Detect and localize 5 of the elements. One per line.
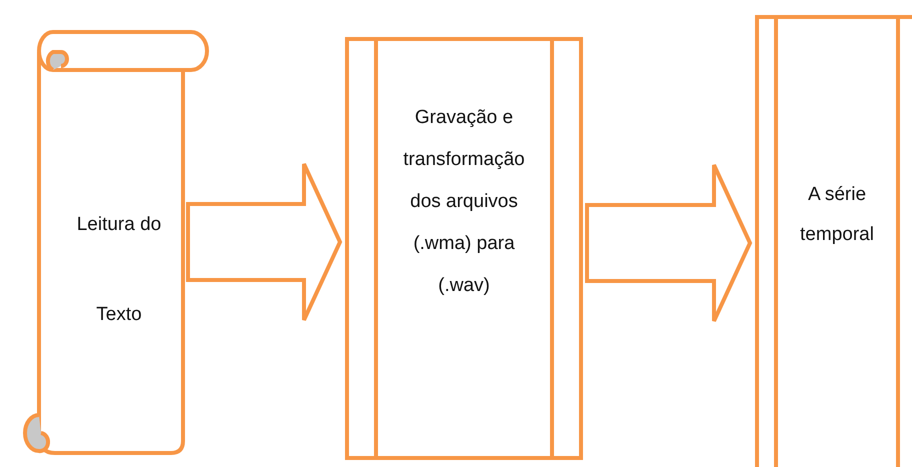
node-text: Gravação e transformação dos arquivos (.wma) para (.wav)	[402, 106, 526, 298]
block-arrow	[585, 163, 752, 323]
node-text: A série temporal	[799, 183, 875, 247]
block-arrow	[186, 162, 342, 322]
node-text: Leitura do Texto	[76, 213, 162, 327]
